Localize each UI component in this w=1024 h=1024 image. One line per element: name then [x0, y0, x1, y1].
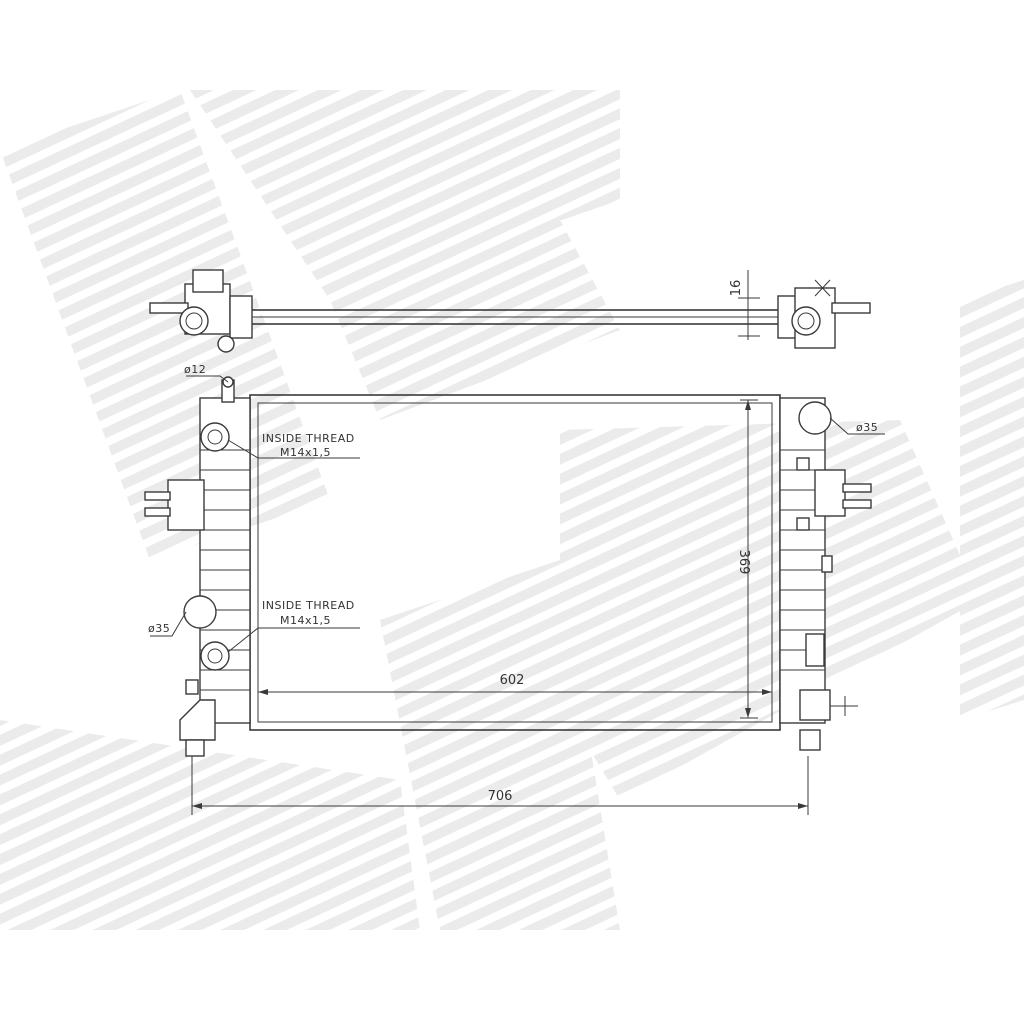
diameter-35-right-label: ø35 [856, 421, 878, 434]
diameter-12-label: ø12 [184, 363, 206, 376]
lower-thread-label-line1: INSIDE THREAD [262, 599, 355, 612]
lower-thread-label-line2: M14x1,5 [280, 614, 331, 627]
tank-depth-dimension: 16 [729, 280, 744, 297]
front-view [144, 375, 885, 815]
diameter-35-left-label: ø35 [148, 622, 170, 635]
upper-thread-label-line2: M14x1,5 [280, 446, 331, 459]
overall-width-dimension: 706 [488, 789, 513, 804]
upper-thread-label-line1: INSIDE THREAD [262, 432, 355, 445]
core-height-dimension: 369 [736, 550, 751, 575]
top-view [149, 269, 871, 353]
core-width-dimension: 602 [500, 673, 525, 688]
